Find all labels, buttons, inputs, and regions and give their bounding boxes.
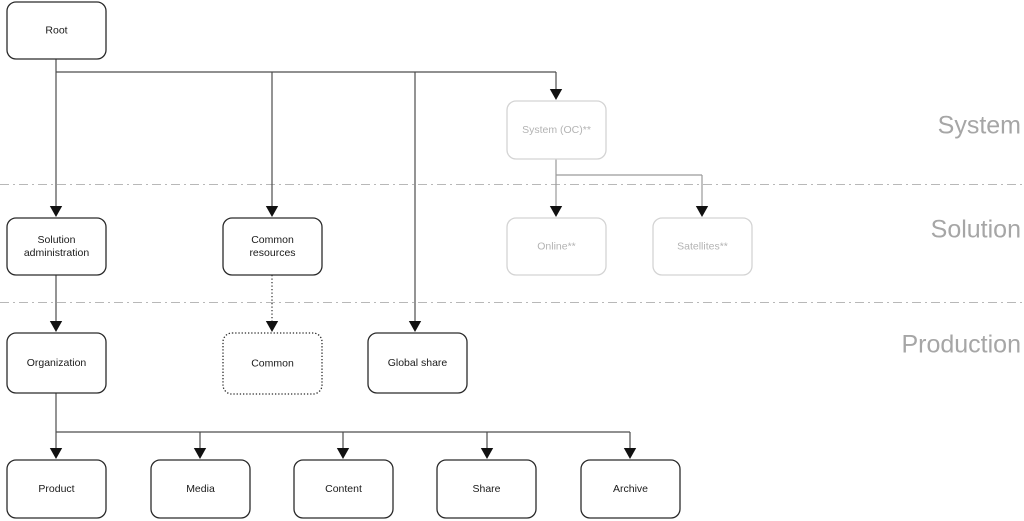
node-label-archive: Archive [613, 483, 648, 495]
arrow-common-resources [265, 206, 279, 217]
node-box-content[interactable] [293, 459, 394, 519]
node-box-common-resources[interactable] [222, 217, 323, 276]
node-box-common[interactable] [222, 332, 323, 395]
node-global-share[interactable]: Global share [367, 332, 468, 394]
node-archive[interactable]: Archive [580, 459, 681, 519]
node-label-root: Root [45, 24, 67, 36]
node-label-content: Content [325, 483, 362, 495]
node-label-organization: Organization [27, 357, 87, 369]
edges [55, 59, 703, 452]
node-label-global-share: Global share [388, 357, 448, 369]
node-media[interactable]: Media [150, 459, 251, 519]
band-label-solution: Solution [931, 216, 1021, 244]
node-product[interactable]: Product [6, 459, 107, 519]
arrowheads [49, 89, 709, 459]
node-label-share: Share [472, 483, 500, 495]
arrow-product [49, 448, 63, 459]
arrow-share [480, 448, 494, 459]
arrow-common [265, 321, 279, 332]
node-box-online[interactable] [506, 217, 607, 276]
node-box-organization[interactable] [6, 332, 107, 394]
node-label-common: Common [251, 357, 294, 369]
arrow-online [549, 206, 563, 217]
band-label-system: System [938, 112, 1021, 140]
node-box-satellites[interactable] [652, 217, 753, 276]
arrow-solution-administration [49, 206, 63, 217]
arrow-global-share [408, 321, 422, 332]
node-label-satellites: Satellites** [677, 240, 728, 252]
node-box-root[interactable] [6, 1, 107, 60]
node-box-solution-administration[interactable] [6, 217, 107, 276]
node-box-archive[interactable] [580, 459, 681, 519]
arrow-media [193, 448, 207, 459]
node-satellites[interactable]: Satellites** [652, 217, 753, 276]
node-label-online: Online** [537, 240, 576, 252]
node-box-system-oc[interactable] [506, 100, 607, 160]
node-root[interactable]: Root [6, 1, 107, 60]
arrow-satellites [695, 206, 709, 217]
node-box-media[interactable] [150, 459, 251, 519]
node-label-system-oc: System (OC)** [522, 124, 591, 136]
arrow-organization [49, 321, 63, 332]
node-box-product[interactable] [6, 459, 107, 519]
arrow-content [336, 448, 350, 459]
node-system-oc[interactable]: System (OC)** [506, 100, 607, 160]
node-common[interactable]: Common [222, 332, 323, 395]
node-share[interactable]: Share [436, 459, 537, 519]
node-online[interactable]: Online** [506, 217, 607, 276]
node-box-share[interactable] [436, 459, 537, 519]
arrow-archive [623, 448, 637, 459]
node-box-global-share[interactable] [367, 332, 468, 394]
node-organization[interactable]: Organization [6, 332, 107, 394]
arrow-system-oc [549, 89, 563, 100]
node-label-media: Media [186, 483, 215, 495]
band-label-production: Production [901, 331, 1021, 359]
node-content[interactable]: Content [293, 459, 394, 519]
node-label-product: Product [38, 483, 74, 495]
